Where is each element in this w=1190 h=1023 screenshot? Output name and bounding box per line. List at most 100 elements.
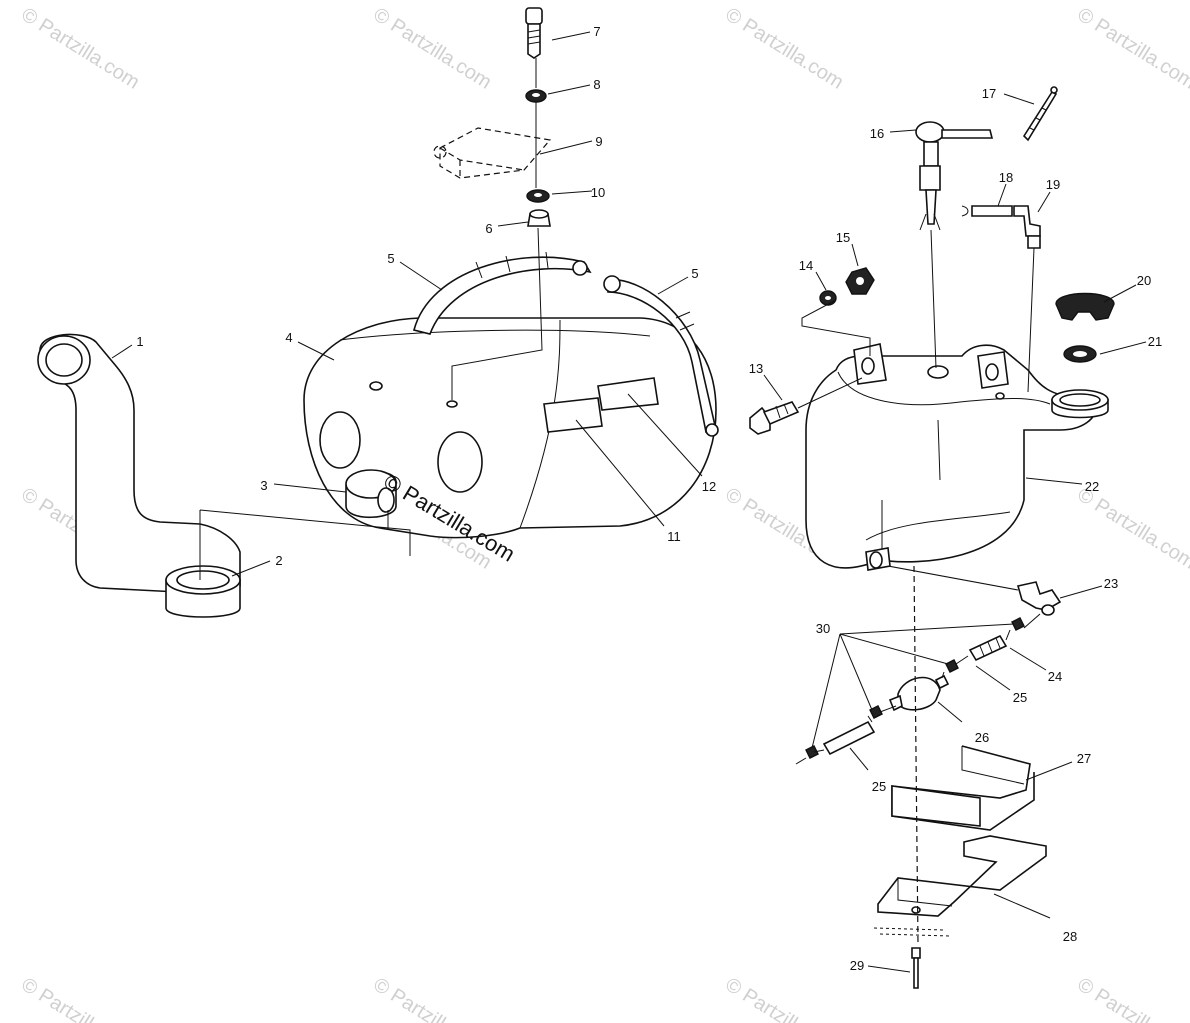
part-19-vent-fitting: [1013, 205, 1041, 393]
watermark-text: © Partzilla.com: [369, 974, 495, 1023]
part-16-level-sensor: [915, 121, 994, 369]
callout-leader-17: [1003, 93, 1035, 105]
watermark-text: © Partzilla.com: [17, 4, 143, 94]
part-22-oil-reservoir: [805, 343, 1109, 571]
callout-label-1: 1: [136, 334, 143, 349]
part-14-washer: [819, 290, 837, 306]
watermark-text: © Partzilla.com: [1073, 4, 1190, 94]
callout-label-8: 8: [593, 77, 600, 92]
part-8-washer: [525, 89, 547, 103]
part-24-hose: [968, 634, 1008, 662]
callout-label-15: 15: [836, 230, 850, 245]
callout-label-9: 9: [595, 134, 602, 149]
part-20-cap: [1055, 292, 1115, 321]
callout-leader-15: [851, 243, 859, 267]
callout-label-22: 22: [1085, 479, 1099, 494]
callout-leader-9: [539, 140, 593, 155]
assembly-line-fuel: [795, 565, 1041, 765]
callout-leader-26: [937, 701, 963, 723]
callout-label-6: 6: [485, 221, 492, 236]
callout-label-16: 16: [870, 126, 884, 141]
callout-label-29: 29: [850, 958, 864, 973]
part-26-filter: [888, 674, 950, 712]
callout-leader-5b: [657, 276, 689, 295]
callout-leader-23: [1059, 585, 1103, 599]
part-29-pin: [911, 947, 921, 989]
callout-leader-3: [273, 483, 347, 493]
callout-label-30: 30: [816, 621, 830, 636]
callout-label-28: 28: [1063, 929, 1077, 944]
callout-label-21: 21: [1148, 334, 1162, 349]
center-line: [913, 565, 919, 945]
assembly-lines-left: [199, 58, 543, 580]
callout-label-13: 13: [749, 361, 763, 376]
part-1-elbow-pipe: [37, 333, 241, 593]
part-13-bolt: [749, 377, 863, 435]
callout-leader-8: [547, 84, 591, 95]
part-2-grommet: [165, 565, 241, 618]
callout-leader-16: [889, 129, 917, 133]
watermark-text: © Partzilla.com: [1073, 974, 1190, 1023]
part-23-fitting: [1016, 581, 1062, 616]
part-9-bracket: [433, 127, 552, 179]
callout-label-25a: 25: [1013, 690, 1027, 705]
callout-label-5b: 5: [691, 266, 698, 281]
callout-label-17: 17: [982, 86, 996, 101]
callout-label-24: 24: [1048, 669, 1062, 684]
part-3-filler-neck: [345, 469, 397, 518]
part-25-hose-lower: [822, 720, 876, 756]
callout-leader-14: [815, 271, 827, 291]
callout-leader-19: [1037, 191, 1051, 213]
callout-label-19: 19: [1046, 177, 1060, 192]
callout-label-4: 4: [285, 330, 292, 345]
part-7-bolt: [525, 7, 543, 59]
watermark-text: © Partzilla.com: [17, 974, 143, 1023]
callout-label-18: 18: [999, 170, 1013, 185]
callout-leader-29: [867, 965, 911, 973]
part-15-nut: [845, 267, 875, 295]
part-27-bracket: [891, 745, 1035, 831]
callout-label-14: 14: [799, 258, 813, 273]
callout-label-12: 12: [702, 479, 716, 494]
part-17-dipstick: [1022, 86, 1058, 142]
watermark-text: © Partzilla.com: [721, 4, 847, 94]
assembly-line-14-15: [801, 299, 871, 356]
callout-leader-10: [551, 190, 593, 195]
part-28-bracket: [873, 835, 1047, 937]
callout-label-27: 27: [1077, 751, 1091, 766]
watermark-text: © Partzilla.com: [721, 974, 847, 1023]
part-5-hose-right: [603, 275, 719, 437]
callout-leader-20: [1103, 284, 1137, 303]
callout-30-leaders: [811, 623, 1015, 749]
watermark-text: © Partzilla.com: [1073, 484, 1190, 574]
watermark-text: © Partzilla.com: [369, 4, 495, 94]
callout-label-23: 23: [1104, 576, 1118, 591]
callout-leader-4: [297, 341, 335, 361]
callout-leader-24: [1009, 647, 1047, 671]
callout-label-2: 2: [275, 553, 282, 568]
callout-leader-18: [997, 183, 1007, 207]
callout-leader-1: [111, 344, 133, 359]
callout-leader-13: [763, 374, 783, 401]
callout-label-25b: 25: [872, 779, 886, 794]
callout-leader-28: [993, 893, 1051, 919]
callout-leader-5a: [399, 261, 443, 291]
callout-leader-6: [497, 221, 529, 227]
callout-label-11: 11: [667, 529, 681, 544]
callout-leader-12: [627, 393, 703, 477]
callout-leader-27: [1025, 761, 1073, 781]
callout-label-26: 26: [975, 730, 989, 745]
callout-leader-21: [1099, 341, 1147, 355]
callout-leader-11: [575, 419, 665, 527]
callout-label-3: 3: [260, 478, 267, 493]
callout-label-7: 7: [593, 24, 600, 39]
part-18-vent-hose: [961, 205, 1013, 217]
part-5-hose-left: [413, 251, 592, 335]
part-30-clamps: [805, 617, 1025, 759]
callout-leader-25b: [849, 747, 869, 771]
callout-leader-25a: [975, 665, 1011, 691]
callout-leader-22: [1025, 477, 1083, 485]
